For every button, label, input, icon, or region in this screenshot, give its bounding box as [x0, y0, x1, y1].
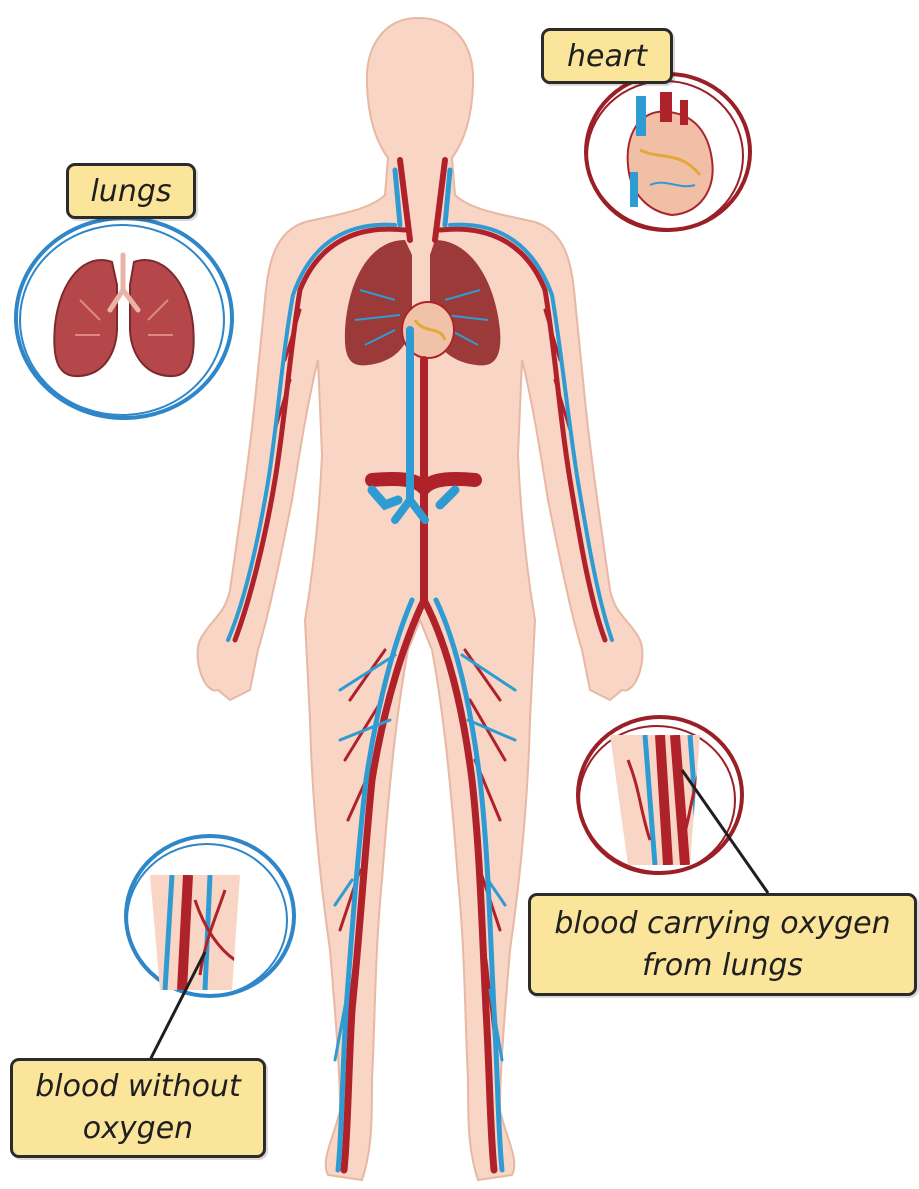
lungs-label-text: lungs	[90, 174, 171, 209]
vein-closeup-icon	[145, 870, 250, 995]
vein-closeup-callout	[126, 836, 294, 996]
deoxygenated-blood-label: blood without oxygen	[10, 1058, 266, 1158]
deoxygenated-label-line1: blood without	[35, 1066, 240, 1108]
oxygenated-label-line1: blood carrying oxygen	[554, 903, 890, 945]
artery-closeup-callout	[578, 717, 742, 874]
heart-label: heart	[541, 28, 673, 84]
artery-vein-closeup-icon	[600, 730, 710, 870]
lungs-label: lungs	[66, 163, 196, 219]
oxygenated-label-line2: from lungs	[642, 945, 803, 987]
deoxygenated-label-line2: oxygen	[83, 1108, 193, 1150]
heart-icon	[628, 92, 713, 215]
heart-callout	[586, 74, 750, 231]
oxygenated-pointer-line	[682, 770, 768, 893]
lungs-callout	[16, 218, 232, 418]
oxygenated-blood-label: blood carrying oxygen from lungs	[528, 893, 917, 996]
lungs-icon	[54, 255, 193, 376]
lungs-ring	[16, 218, 232, 418]
human-body-figure	[198, 18, 643, 1180]
heart-label-text: heart	[567, 39, 647, 74]
